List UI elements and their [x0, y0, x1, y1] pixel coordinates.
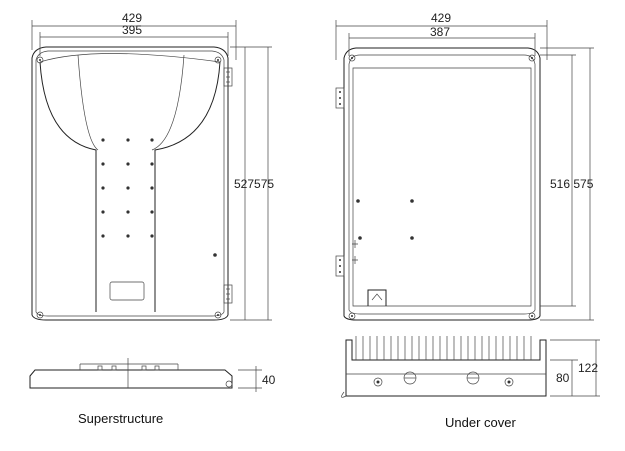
corner-screw-icon: [36, 56, 222, 319]
caption-superstructure: Superstructure: [78, 411, 163, 426]
caption-under-cover: Under cover: [445, 415, 516, 430]
cable-gland: [367, 289, 387, 306]
right-width-inner: 387: [430, 25, 450, 39]
right-height-dims: 516 575: [550, 177, 594, 191]
right-width-outer: 429: [431, 11, 451, 25]
hinge-icon: [335, 87, 345, 277]
right-dimensions: 429 387 516 575: [335, 11, 594, 321]
hinge-icon: [223, 67, 233, 304]
left-width-inner: 395: [122, 23, 142, 37]
heatsink-fins: [355, 336, 532, 360]
superstructure-front-view: [31, 46, 233, 321]
left-width-outer: 429: [122, 11, 142, 25]
left-dimensions: 429 395 527575: [31, 11, 274, 321]
right-depth-total: 122: [578, 361, 598, 375]
corner-screw-icon: [348, 54, 536, 320]
mounting-hole-icon: [373, 371, 514, 387]
heatsink-side-view: 80 122: [341, 336, 600, 398]
superstructure-side-view: 40: [29, 358, 276, 392]
right-depth-inner: 80: [556, 371, 570, 385]
label-window: [109, 281, 145, 301]
left-depth: 40: [262, 373, 276, 387]
mounting-hole-grid: [101, 138, 217, 257]
left-height-dims: 527575: [234, 177, 274, 191]
under-cover-front-view: [335, 47, 541, 321]
knob-icon: [225, 380, 233, 388]
